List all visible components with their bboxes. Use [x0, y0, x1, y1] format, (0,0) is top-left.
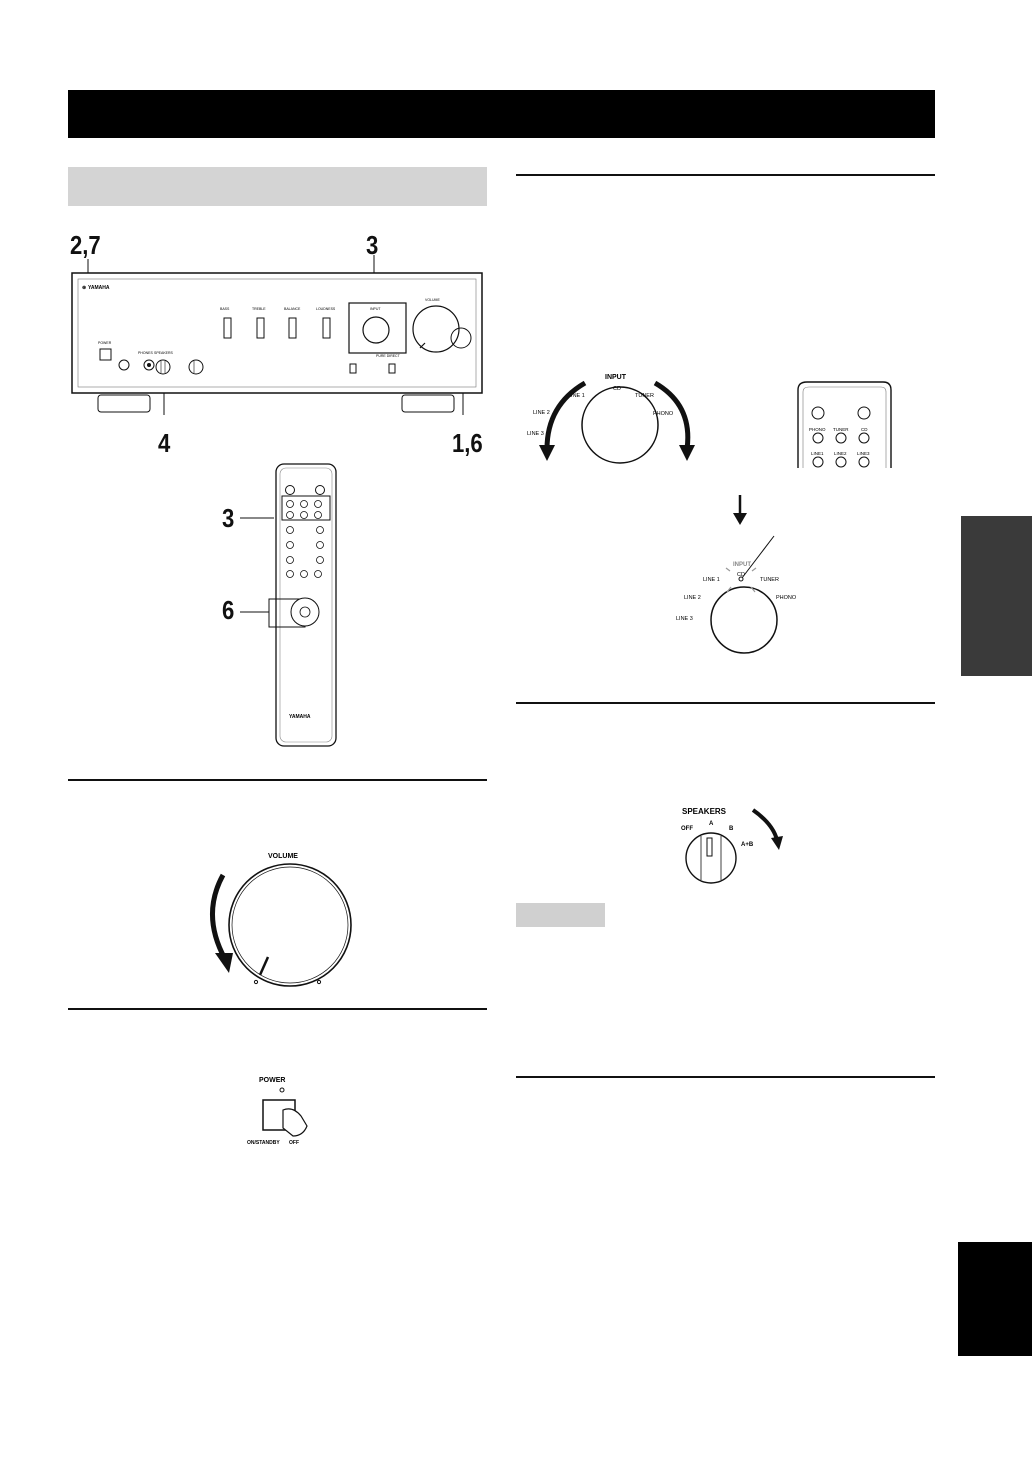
svg-text:PHONO: PHONO	[653, 411, 674, 417]
svg-text:LINE2: LINE2	[834, 451, 847, 456]
power-switch-illustration: POWER ON/STANDBY OFF	[247, 1077, 308, 1146]
svg-text:BALANCE: BALANCE	[284, 307, 301, 311]
svg-text:LOUDNESS: LOUDNESS	[316, 307, 336, 311]
svg-text:LINE1: LINE1	[811, 451, 824, 456]
svg-text:CD: CD	[737, 572, 745, 578]
callout-input-step: 3	[366, 230, 379, 260]
svg-text:LINE 3: LINE 3	[676, 616, 693, 622]
front-panel-illustration: ⊛ YAMAHA POWER PHONES SPEAKERS BASS TREB…	[71, 255, 483, 415]
svg-text:INPUT: INPUT	[370, 307, 381, 311]
remote-input-buttons-illustration: PHONO TUNER CD LINE1 LINE2 LINE3	[797, 381, 892, 468]
chapter-header-bar	[68, 90, 935, 138]
callout-remote-input-step: 3	[222, 503, 235, 533]
step-rule	[516, 174, 935, 176]
callout-remote-volume-step: 6	[222, 595, 235, 625]
svg-text:PHONO: PHONO	[809, 427, 826, 432]
svg-text:BASS: BASS	[220, 307, 230, 311]
svg-text:INPUT: INPUT	[733, 562, 751, 568]
svg-text:TUNER: TUNER	[760, 577, 779, 583]
svg-text:SPEAKERS: SPEAKERS	[154, 351, 174, 355]
svg-text:POWER: POWER	[98, 341, 112, 345]
volume-knob-illustration: VOLUME	[210, 853, 352, 987]
step-rule	[68, 1008, 487, 1010]
callout-volume-steps: 1,6	[452, 428, 483, 458]
svg-text:POWER: POWER	[259, 1077, 285, 1084]
svg-text:PURE DIRECT: PURE DIRECT	[376, 354, 401, 358]
svg-text:TUNER: TUNER	[635, 393, 654, 399]
svg-text:VOLUME: VOLUME	[425, 298, 440, 302]
section-tab	[958, 1242, 1032, 1356]
svg-text:LINE 1: LINE 1	[703, 577, 720, 583]
svg-text:CD: CD	[861, 427, 868, 432]
svg-text:CD: CD	[613, 386, 621, 392]
svg-text:ON/STANDBY: ON/STANDBY	[247, 1140, 280, 1146]
callout-power-steps: 2,7	[70, 230, 101, 260]
remote-control-illustration: YAMAHA	[240, 463, 337, 747]
svg-text:PHONES: PHONES	[138, 351, 153, 355]
svg-text:VOLUME: VOLUME	[268, 853, 298, 860]
step-rule	[516, 702, 935, 704]
svg-text:A: A	[709, 821, 714, 827]
svg-text:LINE 1: LINE 1	[568, 393, 585, 399]
svg-text:LINE 3: LINE 3	[527, 431, 544, 437]
svg-text:B: B	[729, 826, 734, 832]
svg-text:TUNER: TUNER	[833, 427, 849, 432]
svg-text:SPEAKERS: SPEAKERS	[682, 807, 727, 816]
step-rule	[68, 779, 487, 781]
language-tab	[961, 516, 1032, 676]
svg-text:A+B: A+B	[741, 842, 754, 848]
svg-text:LINE3: LINE3	[857, 451, 870, 456]
input-knob-indicator-illustration: INPUT LINE 3 LINE 2 LINE 1 CD TUNER PHON…	[676, 535, 797, 654]
svg-text:LINE 2: LINE 2	[533, 410, 550, 416]
down-arrow-icon	[733, 495, 747, 525]
front-panel-logo: ⊛	[82, 285, 86, 291]
svg-text:OFF: OFF	[289, 1140, 299, 1146]
remote-brand: YAMAHA	[289, 714, 311, 720]
speakers-knob-illustration: SPEAKERS OFF A B A+B	[681, 807, 783, 884]
step-rule	[516, 1076, 935, 1078]
note-label-box	[516, 903, 605, 927]
svg-text:INPUT: INPUT	[605, 374, 627, 381]
front-panel-brand: YAMAHA	[88, 285, 110, 291]
svg-text:OFF: OFF	[681, 826, 693, 832]
section-title-box	[68, 167, 487, 206]
svg-text:PHONO: PHONO	[776, 595, 797, 601]
svg-text:LINE 2: LINE 2	[684, 595, 701, 601]
input-knob-illustration: INPUT LINE 3 LINE 2 LINE 1 CD TUNER PHON…	[527, 374, 695, 464]
svg-text:TREBLE: TREBLE	[252, 307, 266, 311]
callout-speakers-step: 4	[158, 428, 171, 458]
